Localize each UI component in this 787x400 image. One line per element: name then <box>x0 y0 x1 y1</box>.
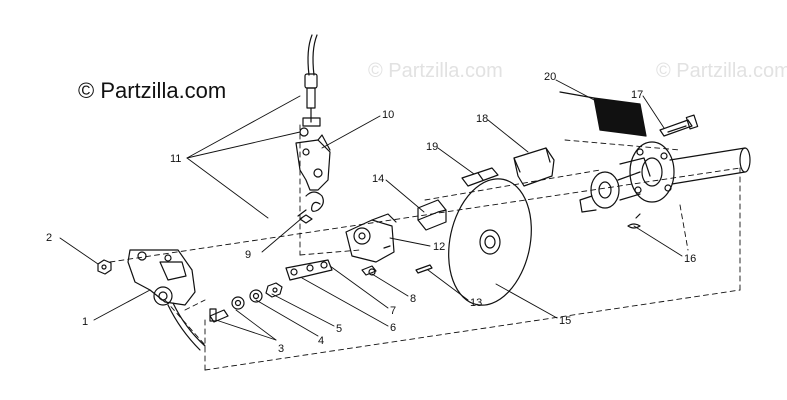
throttle-cable <box>299 34 321 224</box>
callout-12: 12 <box>433 241 445 253</box>
callout-11: 11 <box>170 153 181 165</box>
hub-shaft-assembly <box>579 141 751 213</box>
callout-18: 18 <box>476 113 488 125</box>
callout-4: 4 <box>318 335 324 347</box>
callout-13: 13 <box>470 297 482 309</box>
callout-1: 1 <box>82 316 88 328</box>
brake-pad-shim <box>461 167 499 187</box>
retaining-clip <box>627 213 641 229</box>
callout-15: 15 <box>559 315 571 327</box>
callout-17: 17 <box>631 89 643 101</box>
dashed-guide-lines <box>109 124 741 371</box>
link-arm <box>285 259 333 281</box>
caliper-body <box>345 213 397 263</box>
hex-nut <box>97 259 112 275</box>
partzilla-watermark-faint: © Partzilla.com <box>368 60 503 82</box>
callout-3: 3 <box>278 343 284 355</box>
cable-bracket <box>295 134 331 191</box>
callout-14: 14 <box>372 173 384 185</box>
callout-leader-lines <box>59 79 683 341</box>
callout-20: 20 <box>544 71 556 83</box>
woodruff-key <box>415 264 433 274</box>
callout-10: 10 <box>382 109 394 121</box>
partzilla-watermark: © Partzilla.com <box>78 78 227 103</box>
brake-pad-inner <box>417 199 447 231</box>
callout-9: 9 <box>245 249 251 261</box>
callout-6: 6 <box>390 322 396 334</box>
return-spring <box>297 191 324 217</box>
clevis-pin <box>361 265 377 276</box>
callout-5: 5 <box>336 323 342 335</box>
brake-pad-outer <box>513 147 555 187</box>
callout-numbers: 1 2 3 4 5 6 7 8 9 10 11 12 13 14 15 16 1… <box>46 71 696 355</box>
callout-7: 7 <box>390 305 396 317</box>
washer-stack <box>209 282 283 323</box>
partzilla-watermark-faint: © Partzilla.com <box>656 60 787 82</box>
callout-19: 19 <box>426 141 438 153</box>
callout-16: 16 <box>684 253 696 265</box>
callout-2: 2 <box>46 232 52 244</box>
callout-8: 8 <box>410 293 416 305</box>
brake-lever-plate <box>127 249 206 351</box>
hex-bolt <box>659 114 699 137</box>
brake-disc <box>448 178 532 306</box>
